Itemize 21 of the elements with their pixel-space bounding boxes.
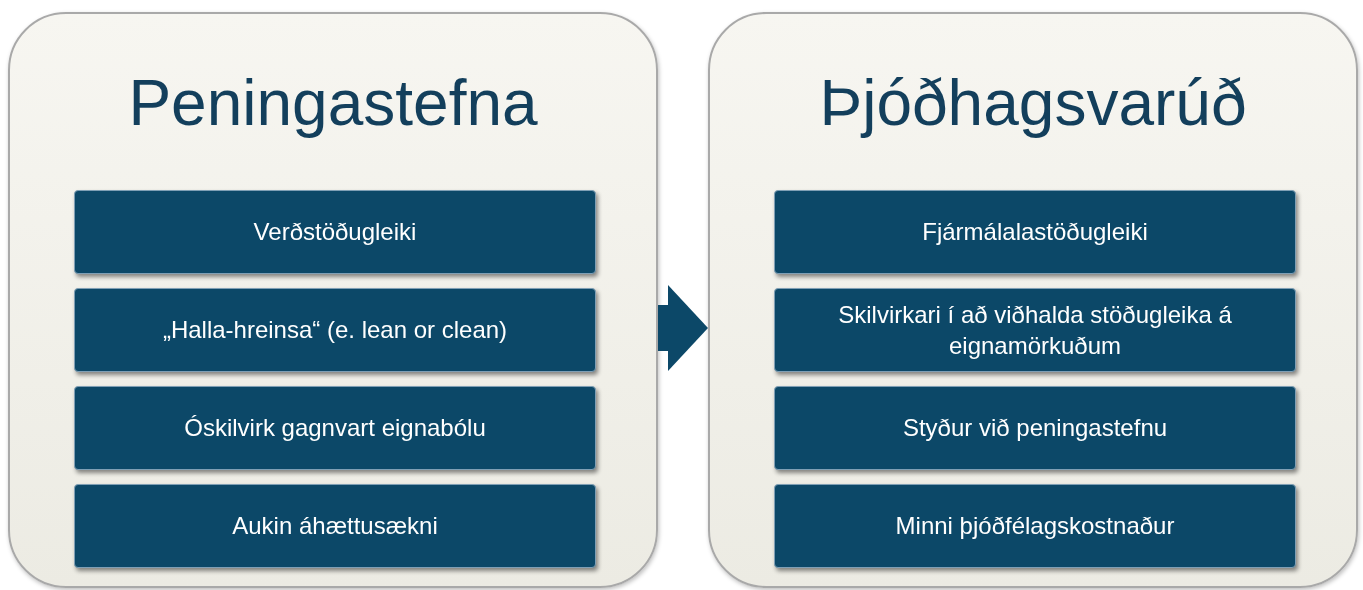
item-text: Aukin áhættusækni — [232, 511, 438, 542]
item-box — [774, 386, 1296, 470]
item-box — [74, 190, 596, 274]
block-arrow — [658, 285, 708, 371]
panel-card — [8, 12, 658, 588]
item-box — [774, 484, 1296, 568]
item-text: Skilvirkari í að viðhalda stöðugleika á eignamörkuðum — [837, 299, 1233, 361]
item-box — [774, 288, 1296, 372]
item-box — [74, 484, 596, 568]
item-box — [774, 190, 1296, 274]
item-text: Minni þjóðfélagskostnaður — [895, 511, 1175, 542]
panel-title: Peningastefna — [127, 66, 539, 140]
panel-title: Þjóðhagsvarúð — [818, 66, 1248, 140]
item-text: Fjármálalastöðugleiki — [922, 217, 1148, 248]
panel-card — [708, 12, 1358, 588]
item-text: Verðstöðugleiki — [253, 217, 417, 248]
item-box — [74, 288, 596, 372]
item-box — [74, 386, 596, 470]
item-text: Óskilvirk gagnvart eignabólu — [184, 413, 486, 444]
item-text: „Halla-hreinsa“ (e. lean or clean) — [162, 315, 508, 346]
item-text: Styður við peningastefnu — [902, 413, 1168, 444]
